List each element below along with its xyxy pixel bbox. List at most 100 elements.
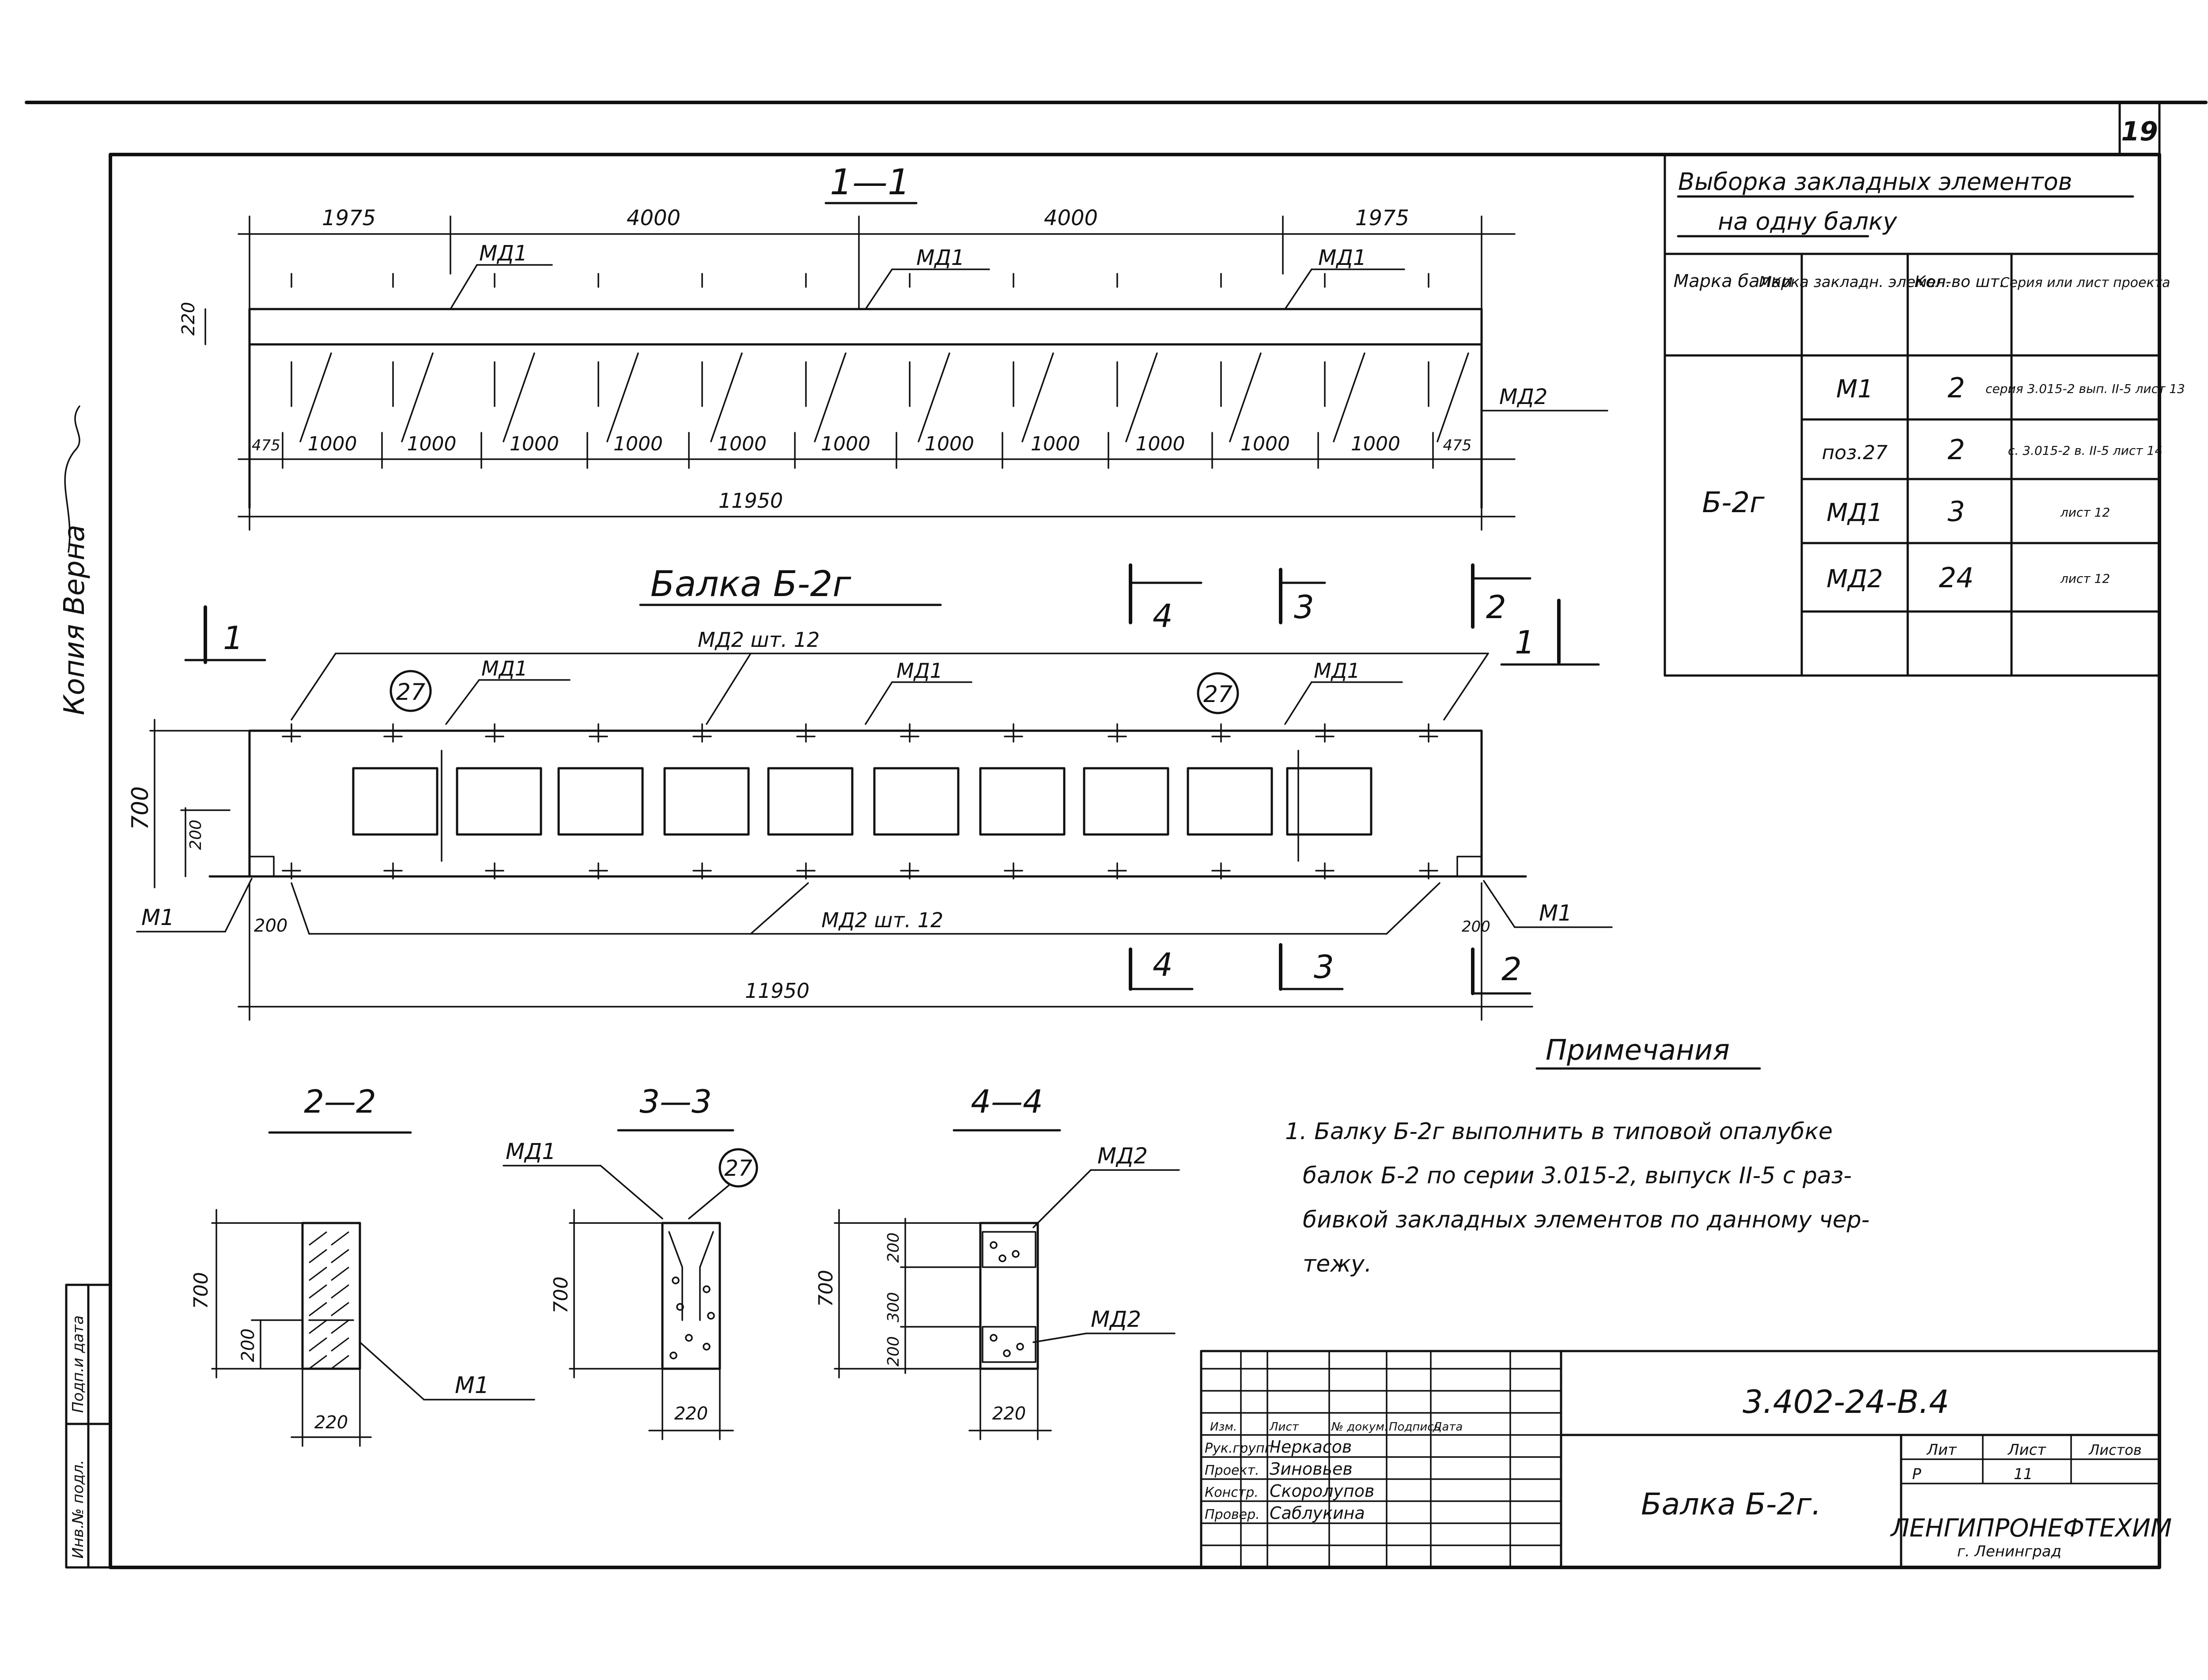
- pos-27-circle: [1197, 672, 1239, 714]
- row-element: МД1: [1826, 498, 1883, 527]
- tb-city: г. Ленинград: [1957, 1543, 2061, 1560]
- leader: [291, 882, 310, 935]
- row-element: МД2: [1826, 565, 1883, 593]
- section-2-2-height: 700: [190, 1272, 212, 1309]
- header-qty: Кол-во шт.: [1914, 273, 2004, 291]
- tb-col-header: Подпись: [1389, 1420, 1440, 1434]
- section-3-3-stirrup: [668, 1231, 714, 1321]
- header-series: Серия или лист проекта: [2000, 275, 2170, 291]
- bottom-dim-label: 1000: [308, 433, 357, 455]
- hatch-line: [309, 1266, 327, 1281]
- opening: [557, 767, 644, 836]
- leader: [600, 1165, 663, 1219]
- hatch-line: [309, 1355, 327, 1370]
- section-4-4-height: 700: [815, 1270, 837, 1307]
- section-4-4-width: 220: [992, 1404, 1026, 1424]
- row-series: лист 12: [2060, 505, 2110, 520]
- stirrup-diagonal: [1437, 352, 1469, 442]
- stirrup-diagonal: [299, 352, 332, 442]
- tb-name: Скоролупов: [1270, 1481, 1374, 1501]
- section-2-2-lower: 200: [238, 1329, 258, 1362]
- top-dim-3: 4000: [1044, 206, 1098, 230]
- section-4-4-d-bot: 200: [885, 1336, 903, 1367]
- leader: [1284, 681, 1312, 725]
- aggregate-dot: [1016, 1343, 1024, 1351]
- section-3-3-pos: 27: [724, 1155, 752, 1181]
- header-beam: Марка балки: [1674, 271, 1793, 291]
- md1-label: МД1: [1318, 245, 1366, 270]
- section-3-3-label: МД1: [506, 1139, 556, 1164]
- section-2-2-title: 2—2: [304, 1083, 376, 1120]
- section-4-4-label-bot: МД2: [1091, 1306, 1141, 1332]
- hatch-line: [331, 1231, 349, 1246]
- end-dim: 200: [1462, 918, 1490, 936]
- bottom-dim-label: 1000: [1136, 433, 1185, 455]
- pos-27-label: 27: [1203, 681, 1233, 708]
- tb-col-header: № докум.: [1331, 1420, 1388, 1434]
- notes: Примечания 1. Балку Б-2г выполнить в тип…: [1285, 1034, 1870, 1277]
- header-element: Марка закладн. элемен.: [1759, 273, 1951, 291]
- embedded-ticks: [279, 273, 1469, 442]
- hatch-line: [309, 1319, 327, 1334]
- opening: [767, 767, 854, 836]
- hatch-line: [309, 1284, 327, 1299]
- tb-code: 3.402-24-В.4: [1743, 1383, 1949, 1420]
- stirrup-diagonal: [1333, 352, 1365, 442]
- bottom-md2-note: МД2 шт. 12: [821, 908, 943, 932]
- opening: [456, 767, 542, 836]
- aggregate-dot: [685, 1334, 693, 1342]
- section-1-1-title: 1—1: [830, 162, 910, 203]
- aggregate-dot: [990, 1334, 998, 1342]
- tb-col-header: Дата: [1433, 1420, 1463, 1434]
- beam-title: Балка Б-2г: [650, 563, 851, 604]
- leader: [1443, 653, 1489, 721]
- cut-2-top-label: 2: [1486, 589, 1506, 626]
- cut-3-top-label: 3: [1294, 589, 1314, 626]
- support-plate-left: [249, 856, 275, 877]
- pos-27-circle: [718, 1148, 758, 1188]
- total-length: 11950: [718, 489, 783, 513]
- md2-upper: [982, 1231, 1036, 1268]
- table-title-2: на одну балку: [1718, 208, 1898, 235]
- md2-lower: [982, 1326, 1036, 1363]
- stirrup-diagonal: [606, 352, 639, 442]
- section-2-2-label: М1: [455, 1372, 489, 1399]
- leader: [1032, 1333, 1087, 1343]
- tb-name: Саблукина: [1270, 1503, 1365, 1523]
- sheet-number-box: [2118, 101, 2161, 156]
- leader: [224, 878, 253, 932]
- sheet-number: 19: [2121, 116, 2158, 147]
- stirrup-diagonal: [710, 352, 743, 442]
- note-line: балок Б-2 по серии 3.015-2, выпуск II-5 …: [1303, 1163, 1852, 1189]
- opening: [979, 767, 1066, 836]
- top-dim-2: 4000: [627, 206, 681, 230]
- hatch-line: [331, 1319, 349, 1334]
- opening: [1286, 767, 1372, 836]
- md2-label: МД2: [1499, 385, 1547, 409]
- section-4-4-d-mid: 300: [885, 1292, 903, 1322]
- tb-sheet: 11: [2014, 1465, 2033, 1483]
- tb-name: Черкасов: [1270, 1437, 1352, 1457]
- row-qty: 2: [1947, 372, 1965, 404]
- section-4-4: 4—4 700 200 300 200 220 МД2 МД2: [815, 1083, 1180, 1440]
- embedded-elements-table: Выборка закладных элементов на одну балк…: [1664, 153, 2185, 677]
- leader: [750, 882, 809, 935]
- support-dim: 200: [254, 916, 287, 936]
- section-4-4-aggregate: [990, 1241, 1024, 1357]
- tb-col-header: Изм.: [1210, 1420, 1237, 1434]
- leader: [1483, 880, 1516, 928]
- stirrup-diagonal: [918, 352, 950, 442]
- pos-27-circle: [389, 670, 432, 712]
- top-dim-1: 1975: [322, 206, 376, 230]
- leader: [291, 653, 336, 721]
- stirrup-diagonal: [401, 352, 434, 442]
- leader: [445, 679, 480, 725]
- aggregate-dot: [676, 1303, 684, 1311]
- row-qty: 24: [1939, 562, 1974, 594]
- hatch-line: [309, 1302, 327, 1317]
